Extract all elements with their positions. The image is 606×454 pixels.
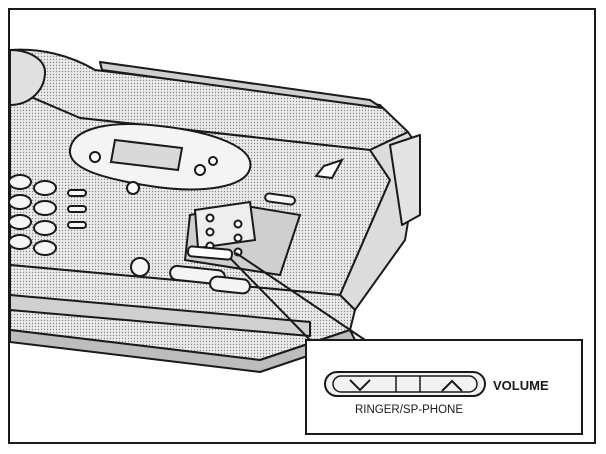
volume-label: VOLUME [493,378,549,393]
callout-box: VOLUME RINGER/SP-PHONE [305,339,583,435]
illustration-frame: VOLUME RINGER/SP-PHONE [8,8,596,444]
display-panel [68,123,345,195]
chevron-up-icon [441,379,463,392]
function-buttons [169,200,302,295]
fax-machine-illustration: VOLUME RINGER/SP-PHONE [10,48,583,435]
chevron-down-icon [349,379,371,392]
keypad [10,174,296,277]
ringer-sp-phone-label: RINGER/SP-PHONE [355,404,463,416]
callout-leader [229,252,366,341]
ringer-volume-rocker [324,371,486,397]
